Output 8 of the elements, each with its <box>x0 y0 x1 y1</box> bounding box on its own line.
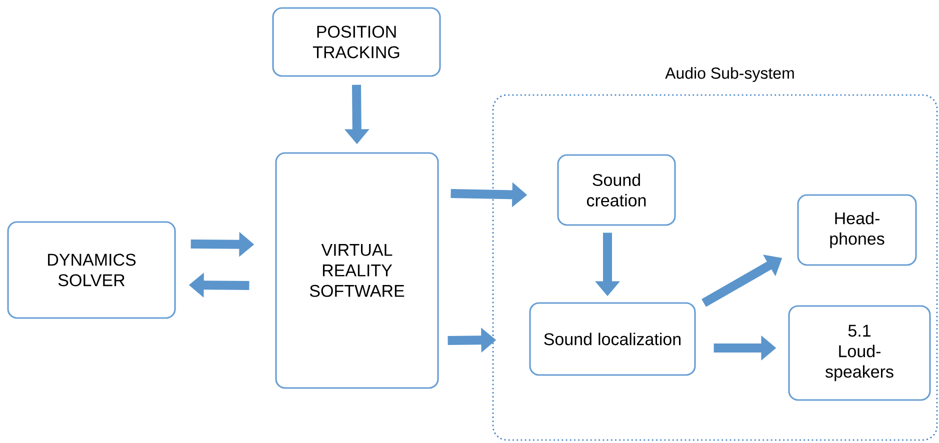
process-box: DYNAMICS SOLVER <box>7 221 176 319</box>
process-box: Sound creation <box>557 154 676 226</box>
process-box: Head-phones <box>797 194 917 266</box>
process-box: 5.1 Loud-speakers <box>788 305 931 401</box>
process-box: Sound localization <box>529 302 696 376</box>
process-box: POSITION TRACKING <box>272 7 441 77</box>
node-label: Audio Sub-system <box>665 67 794 82</box>
process-box: VIRTUAL REALITY SOFTWARE <box>275 152 439 389</box>
